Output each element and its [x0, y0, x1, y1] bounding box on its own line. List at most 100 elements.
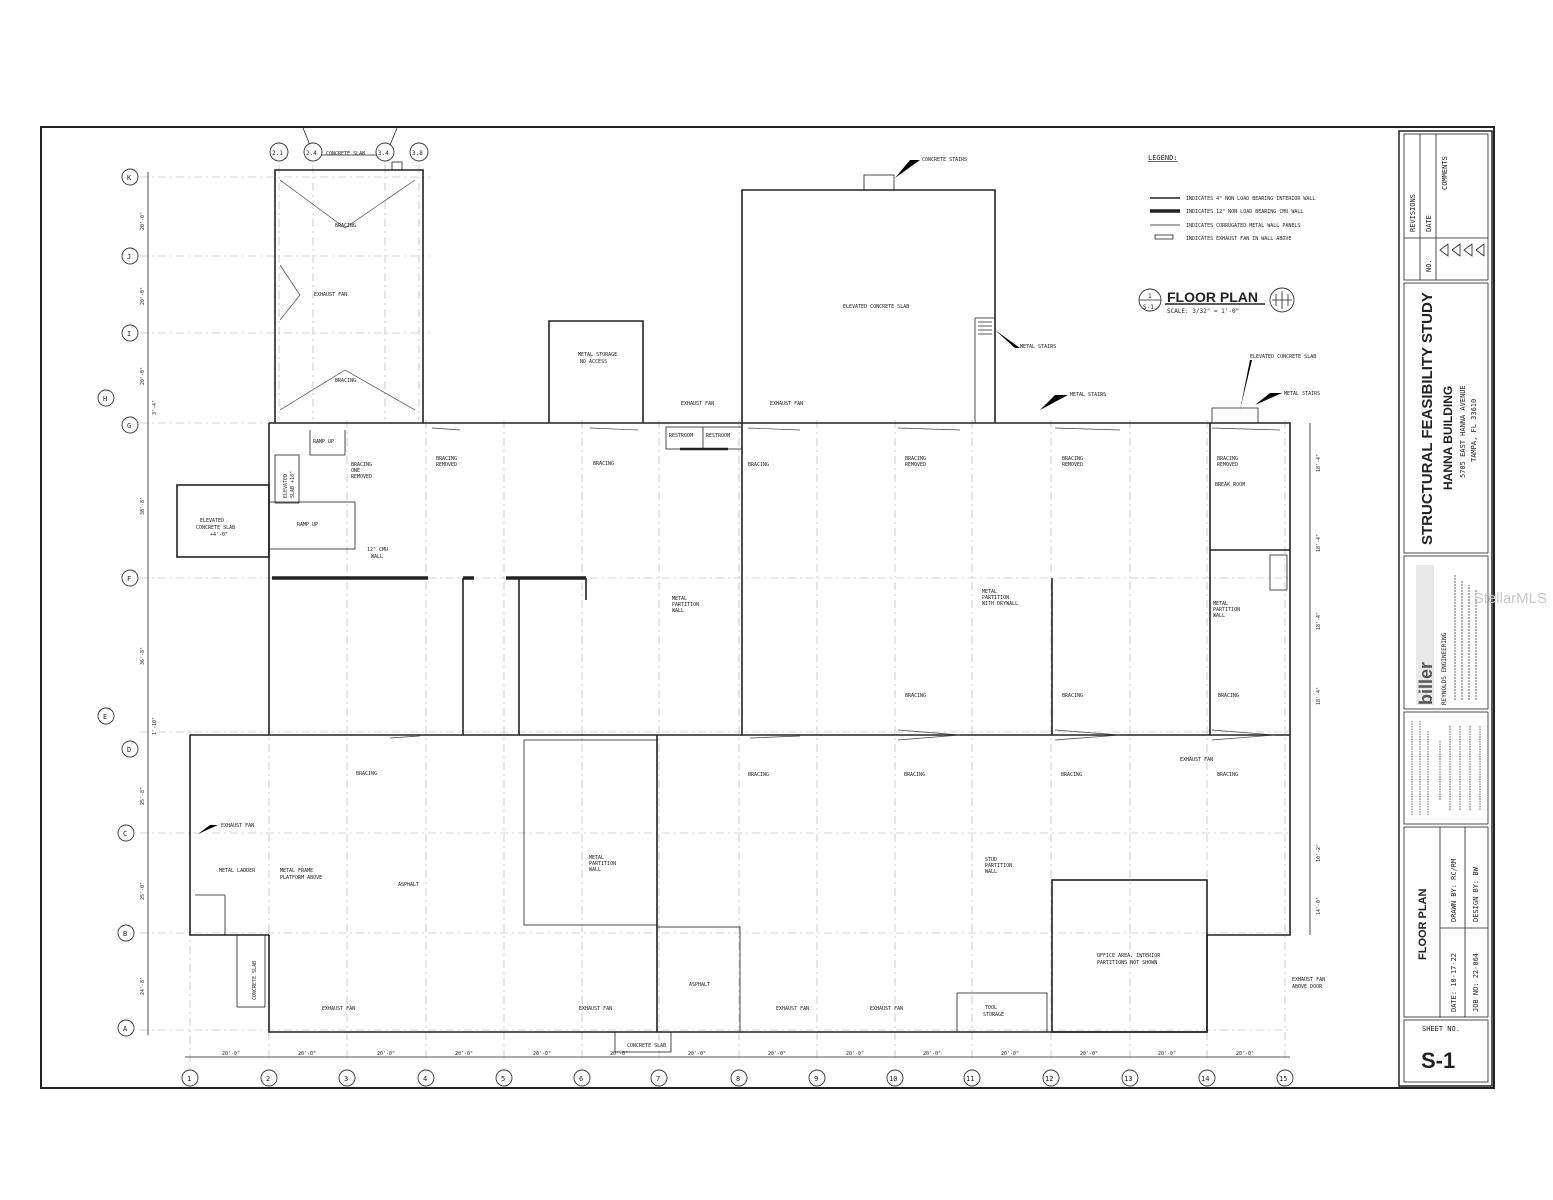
project-title: STRUCTURAL FEASIBILITY STUDY: [1419, 292, 1436, 545]
grid-row-c: C: [123, 830, 127, 838]
metal-partition-label-4b: PARTITION: [589, 861, 616, 867]
revisions-no-header: NO.: [1425, 259, 1433, 272]
metal-partition-label-4c: WALL: [589, 867, 601, 873]
bracing-removed-label-2b: REMOVED: [905, 462, 926, 468]
plan-title-text: FLOOR PLAN: [1167, 289, 1258, 305]
bracing-removed-label-4b: REMOVED: [1217, 462, 1238, 468]
bottom-dim-6: 20'-0": [610, 1051, 628, 1057]
bottom-dim-5: 20'-0": [533, 1051, 551, 1057]
left-dim-1: 20'-0": [140, 212, 146, 230]
bracing-removed-label-1b: REMOVED: [436, 462, 457, 468]
exhaust-fan-label-8: EXHAUST FAN: [776, 1006, 809, 1012]
office-area-label-1: OFFICE AREA, INTERIOR: [1097, 953, 1161, 959]
leader-lines: [198, 160, 1295, 1032]
metal-frame-label-2: PLATFORM ABOVE: [280, 875, 322, 881]
revisions-date-header: DATE: [1425, 215, 1433, 232]
grid-col-12: 12: [1045, 1075, 1053, 1083]
exhaust-fan-label-top: EXHAUST FAN: [314, 292, 347, 298]
firm-subtitle: REYNOLDS ENGINEERING: [1441, 632, 1448, 705]
grid-row-b: B: [123, 930, 127, 938]
metal-partition-label-1c: WALL: [672, 608, 684, 614]
bracing-label-7: BRACING: [356, 771, 377, 777]
top-concrete-slab: [302, 127, 398, 156]
metal-storage-sublabel: NO ACCESS: [580, 359, 607, 365]
address-line-2: TAMPA, FL 33610: [1470, 399, 1478, 462]
cmu-wall-label-1: 12" CMU: [367, 547, 388, 553]
bracing-label-top: BRACING: [335, 223, 356, 229]
bracing-one-removed-label-1: BRACING: [351, 462, 372, 468]
revisions-heading: REVISIONS: [1409, 194, 1417, 232]
grid-col-7: 7: [656, 1075, 660, 1083]
metal-storage-label: METAL STORAGE: [578, 352, 617, 358]
grid-col-3: 3: [344, 1075, 348, 1083]
restroom-label-1: RESTROOM: [669, 433, 693, 439]
asphalt-label-1: ASPHALT: [398, 882, 419, 888]
legend-item-2: INDICATES 12" NON LOAD BEARING CMU WALL: [1186, 209, 1303, 215]
bottom-dim-2: 20'-0": [298, 1051, 316, 1057]
elevated-slab-left-label-3: +4'-0": [210, 532, 228, 538]
bracing-one-removed-label-3: REMOVED: [351, 474, 372, 480]
building-walls: [176, 127, 1291, 1053]
title-block: REVISIONS NO. DATE COMMENTS STRUCTURAL F…: [1403, 133, 1489, 1083]
elevated-slab-left-label-2: CONCRETE SLAB: [196, 525, 235, 531]
right-dim-6: 14'-0": [1316, 897, 1322, 915]
bracing-label-2: BRACING: [593, 461, 614, 467]
bracing-label-9: BRACING: [904, 772, 925, 778]
grid-bubble-3-4: 3.4: [378, 150, 389, 157]
exhaust-fan-label-3: EXHAUST FAN: [770, 401, 803, 407]
metal-stairs-icon: [978, 321, 992, 335]
bottom-dim-3: 20'-0": [377, 1051, 395, 1057]
concrete-slab-label-left: CONCRETE SLAB: [252, 961, 258, 1000]
grid-row-d: D: [127, 746, 131, 754]
bracing-one-removed-label-2: ONE: [351, 468, 360, 474]
title-block-border: [1398, 130, 1493, 1087]
grid-row-k: K: [127, 174, 132, 182]
firm-address-lines: [1454, 575, 1477, 700]
metal-frame-platform: [195, 894, 226, 935]
grid-col-8: 8: [736, 1075, 740, 1083]
ramp-up-label-2: RAMP UP: [297, 522, 318, 528]
bracing-label-upper: BRACING: [335, 378, 356, 384]
legend-item-4: INDICATES EXHAUST FAN IN WALL ABOVE: [1186, 236, 1291, 242]
grid-bubble-3-8: 3.8: [412, 150, 423, 157]
sheet-border: [40, 126, 1495, 1089]
bracing-removed-label-3a: BRACING: [1062, 456, 1083, 462]
grid-row-a: A: [123, 1025, 128, 1033]
stud-partition-label-1: STUD: [985, 857, 997, 863]
dimension-lines: 20'-0" 20'-0" 20'-0" 20'-0" 20'-0" 20'-0…: [140, 172, 1322, 1058]
cmu-wall-label-2: WALL: [371, 554, 383, 560]
bracing-removed-label-2a: BRACING: [905, 456, 926, 462]
job-number: JOB NO: 22-064: [1472, 953, 1480, 1012]
legend-item-1: INDICATES 4" NON LOAD BEARING INTERIOR W…: [1186, 196, 1315, 202]
engineer-seal-lines: [1411, 720, 1481, 815]
grid-col-10: 10: [889, 1075, 897, 1083]
metal-partition-label-1a: METAL: [672, 596, 687, 602]
bracing-label-8: BRACING: [748, 772, 769, 778]
left-dim-2: 20'-0": [140, 287, 146, 305]
bracing-label-11: BRACING: [1217, 772, 1238, 778]
exhaust-fan-label-9: EXHAUST FAN: [870, 1006, 903, 1012]
grid-bubble-2-1: 2.1: [272, 150, 283, 157]
grid-col-4: 4: [423, 1075, 427, 1083]
metal-partition-label-2b: PARTITION: [982, 595, 1009, 601]
metal-partition-label-3c: WALL: [1213, 613, 1225, 619]
bottom-dim-7: 20'-0": [688, 1051, 706, 1057]
bottom-dim-11: 20'-0": [1001, 1051, 1019, 1057]
left-dim-6: 36'-8": [140, 647, 146, 665]
concrete-slab-label-bottom: CONCRETE SLAB: [627, 1043, 666, 1049]
exhaust-fan-label-2: EXHAUST FAN: [681, 401, 714, 407]
grid-col-13: 13: [1124, 1075, 1132, 1083]
bottom-dim-9: 20'-0": [846, 1051, 864, 1057]
grid-col-15: 15: [1279, 1075, 1287, 1083]
grid-row-g: G: [127, 422, 131, 430]
grid-col-9: 9: [814, 1075, 818, 1083]
concrete-stairs-label: CONCRETE STAIRS: [922, 157, 967, 163]
building-name: HANNA BUILDING: [1441, 386, 1455, 490]
exhaust-fan-label-5: EXHAUST FAN: [221, 823, 254, 829]
elevated-slab-label-right: ELEVATED CONCRETE SLAB: [1250, 354, 1316, 360]
elevated-slab-label: ELEVATED CONCRETE SLAB: [843, 304, 909, 310]
left-dim-4: 3'-4": [152, 400, 158, 415]
detail-sheet: S-1: [1143, 304, 1154, 311]
grid-bubbles-top: 2.1 2.4 3.4 3.8 CONCRETE SLAB: [269, 142, 429, 162]
